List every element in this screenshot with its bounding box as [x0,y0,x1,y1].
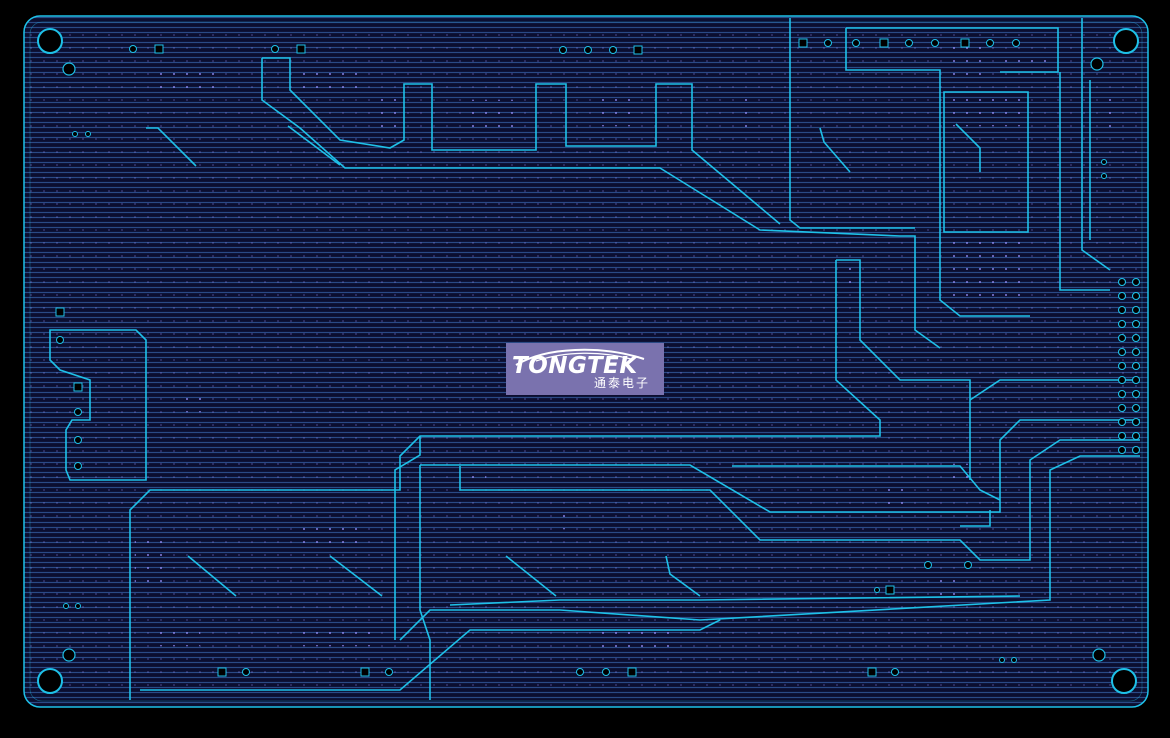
logo-chinese-text: 通泰电子 [594,376,651,390]
mounting-hole-top-right [1113,28,1139,54]
mounting-holes [37,28,1139,694]
mounting-hole-top-left [37,28,63,54]
via-clusters [135,40,1114,648]
mounting-hole-bottom-left [37,668,63,694]
mounting-hole-bottom-right [1111,668,1137,694]
logo-brand-text: TONGTEK [512,353,638,379]
test-pads [55,38,1107,677]
tongtek-logo: TONGTEK 通泰电子 [506,343,664,395]
logo-swoosh-icon [515,348,645,366]
pin-header-right [1117,277,1141,455]
copper-traces [49,18,1140,700]
